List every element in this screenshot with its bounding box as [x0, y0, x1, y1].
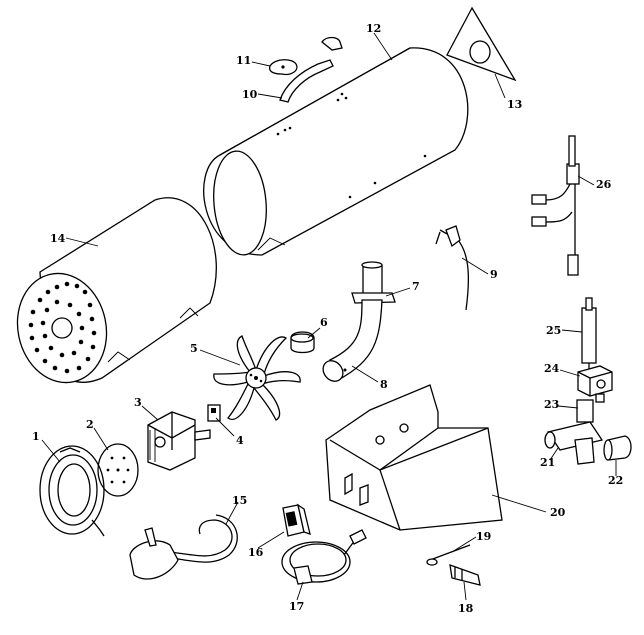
callout-15: 15	[232, 494, 247, 507]
part-switch	[282, 503, 311, 537]
part-nozzle	[603, 435, 632, 461]
part-power-cord	[129, 514, 238, 580]
callout-5: 5	[190, 342, 198, 355]
callout-23: 23	[544, 398, 559, 411]
part-gas-hose	[281, 529, 367, 585]
part-grommet	[290, 331, 315, 354]
callout-7: 7	[412, 280, 420, 293]
callout-16: 16	[248, 546, 264, 559]
callout-3: 3	[134, 396, 142, 409]
part-igniter-lead	[435, 225, 470, 311]
part-thermostat	[268, 59, 298, 76]
part-outer-cylinder	[203, 47, 469, 256]
part-fitting	[576, 393, 605, 423]
callout-19: 19	[476, 530, 491, 543]
callout-20: 20	[550, 506, 566, 519]
callout-24: 24	[544, 362, 560, 375]
part-fan-motor	[147, 411, 211, 471]
callout-8: 8	[380, 378, 388, 391]
part-burner	[322, 261, 396, 382]
callout-6: 6	[320, 316, 328, 329]
part-disc	[97, 443, 139, 497]
callout-13: 13	[507, 98, 522, 111]
callout-21: 21	[540, 456, 555, 469]
callout-11: 11	[236, 54, 251, 67]
part-coil-element	[39, 445, 105, 537]
grille-holes	[28, 281, 97, 374]
callout-2: 2	[86, 418, 94, 431]
part-triangular-label	[446, 6, 517, 82]
part-valve	[577, 365, 613, 397]
callout-4: 4	[236, 434, 244, 447]
callout-17: 17	[289, 600, 304, 613]
callout-10: 10	[242, 88, 258, 101]
callout-25: 25	[546, 324, 561, 337]
part-wiring-harness	[531, 135, 580, 276]
part-thermocouple	[581, 297, 597, 370]
part-valve-body	[544, 421, 604, 465]
callout-labels: 1 2 3 4 5 6 7 8 9 10 11 12 13 14 15 16 1…	[32, 22, 623, 615]
callout-14: 14	[50, 232, 66, 245]
part-rear-cylinder	[16, 197, 217, 384]
callout-1: 1	[32, 430, 40, 443]
leader-lines	[41, 32, 617, 601]
part-connector-nut	[426, 544, 481, 586]
callout-18: 18	[458, 602, 474, 615]
part-small-clip	[207, 404, 221, 422]
callout-22: 22	[608, 474, 623, 487]
part-fan-blade	[213, 335, 301, 421]
part-pipe	[279, 36, 343, 103]
callout-12: 12	[366, 22, 381, 35]
part-base-tray	[325, 384, 503, 531]
callout-26: 26	[596, 178, 612, 191]
callout-9: 9	[490, 268, 498, 281]
